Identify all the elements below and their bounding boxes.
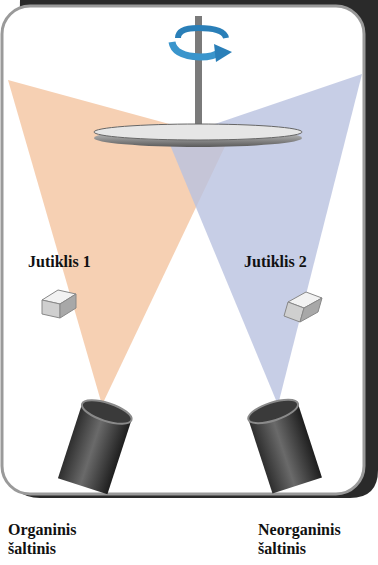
rotation-arrow xyxy=(172,42,220,57)
source-label: Organinis šaltinis xyxy=(8,520,118,558)
rotation-arrow xyxy=(178,28,226,38)
inorganic-source xyxy=(246,395,322,494)
sensor-2 xyxy=(284,292,322,322)
rotation-arrowhead xyxy=(214,44,232,62)
sensor-label: Jutiklis 1 xyxy=(28,252,138,271)
organic-source xyxy=(58,395,134,494)
shaft xyxy=(195,16,202,132)
sensor-label: Jutiklis 2 xyxy=(244,252,354,271)
substrate-disk xyxy=(94,124,302,140)
sensor-1 xyxy=(42,290,76,318)
source-label: Neorganinis šaltinis xyxy=(258,520,370,558)
chamber-interior xyxy=(2,6,364,494)
